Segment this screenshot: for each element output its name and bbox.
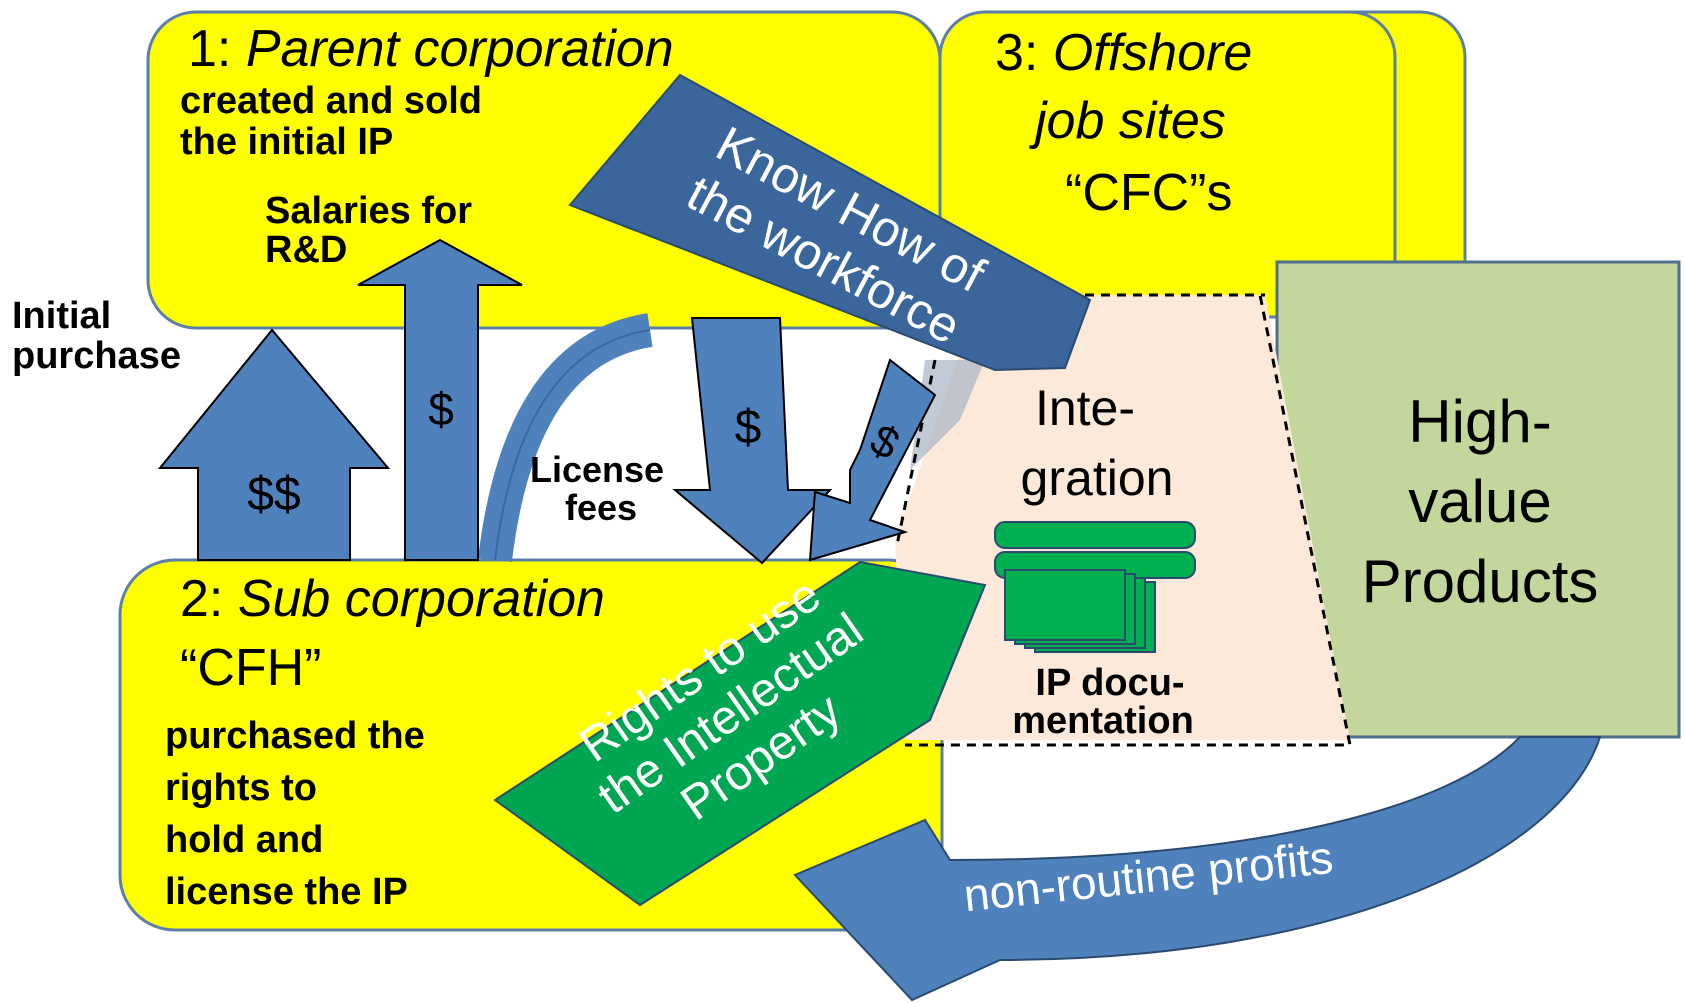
parent-desc-line-1: created and sold bbox=[180, 80, 482, 122]
sub-desc-line-3: hold and bbox=[165, 819, 323, 861]
sub-title: 2: Sub corporation bbox=[180, 570, 605, 628]
license-fee-arrow-2 bbox=[808, 358, 937, 562]
sub-desc-line-2: rights to bbox=[165, 767, 317, 809]
sub-desc-line-4: license the IP bbox=[165, 871, 408, 913]
products-box bbox=[1275, 260, 1681, 739]
ip-doc-label-line-1: IP docu- bbox=[1035, 662, 1184, 704]
products-title-line-2: value bbox=[1408, 468, 1551, 535]
license-fees-label-line-1: License bbox=[530, 449, 664, 490]
offshore-subtitle: “CFC”s bbox=[1065, 164, 1233, 222]
license-fee-arrow-1 bbox=[672, 317, 833, 565]
offshore-title-line-2: job sites bbox=[1029, 92, 1226, 150]
know-how-arrow bbox=[568, 73, 1092, 372]
integration-title-line-2: gration bbox=[1021, 450, 1174, 506]
ip-documentation-icon bbox=[994, 521, 1196, 653]
salaries-arrow bbox=[357, 238, 523, 561]
parent-desc-line-2: the initial IP bbox=[180, 121, 393, 163]
salaries-label-line-2: R&D bbox=[265, 229, 347, 271]
curved-arc-edge bbox=[494, 329, 651, 561]
offshore-title-line-1: 3: Offshore bbox=[995, 24, 1252, 82]
salaries-label-line-1: Salaries for bbox=[265, 190, 472, 232]
products-title-line-1: High- bbox=[1408, 388, 1551, 455]
license-fee-amount-1: $ bbox=[735, 401, 762, 454]
sub-name: “CFH” bbox=[180, 639, 322, 697]
initial-purchase-label-line-1: Initial bbox=[12, 295, 111, 337]
products-title-line-3: Products bbox=[1362, 548, 1599, 615]
initial-purchase-amount: $$ bbox=[247, 468, 300, 521]
integration-title-line-1: Inte- bbox=[1035, 380, 1135, 436]
sub-desc-line-1: purchased the bbox=[165, 715, 425, 757]
license-fees-label-line-2: fees bbox=[565, 487, 637, 528]
salaries-amount: $ bbox=[428, 383, 454, 435]
ip-doc-label-line-2: mentation bbox=[1012, 700, 1194, 742]
parent-title: 1: Parent corporation bbox=[188, 20, 674, 78]
integration-gray-sliver bbox=[910, 360, 985, 470]
rights-arrow bbox=[493, 560, 987, 907]
initial-purchase-arrow bbox=[157, 328, 391, 561]
profits-arrow bbox=[793, 736, 1602, 1002]
initial-purchase-label-line-2: purchase bbox=[12, 335, 181, 377]
